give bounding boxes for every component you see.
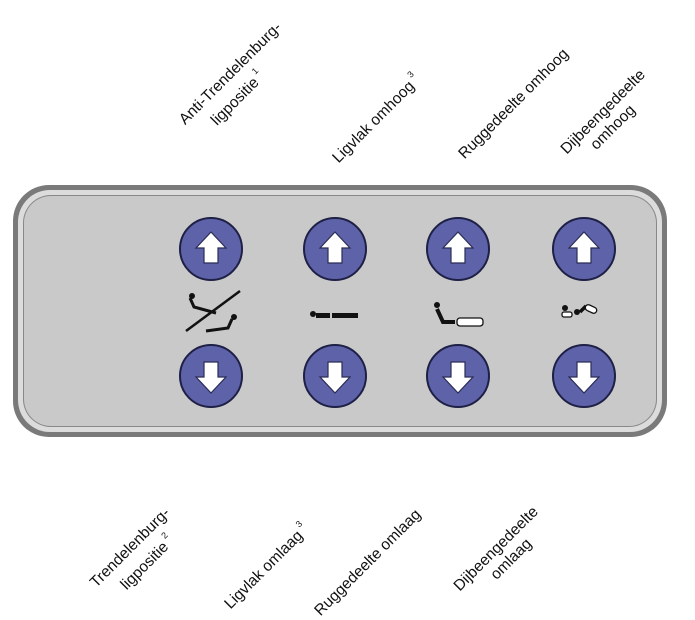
bed-down-button[interactable] (303, 344, 367, 408)
thigh-down-button[interactable] (552, 344, 616, 408)
anti-trendelenburg-up-button[interactable] (179, 217, 243, 281)
label-ligvlak-omlaag: Ligvlak omlaag3 (218, 518, 313, 613)
trendelenburg-tilt-icon (185, 289, 241, 333)
backrest-icon (434, 302, 484, 327)
trendelenburg-down-button[interactable] (179, 344, 243, 408)
label-dijbeengedeelte-omhoog: Dijbeengedeelte omhoog (558, 66, 663, 171)
label-line: Ligvlak omlaag (221, 527, 307, 613)
label-ruggedeelte-omhoog: Ruggedeelte omhoog (455, 45, 573, 163)
arrow-up-icon (194, 231, 228, 264)
label-trendelenburg: Trendelenburg- ligpositie2 (87, 505, 191, 609)
label-line: Ruggedeelte omlaag (311, 506, 425, 620)
label-ligvlak-omhoog: Ligvlak omhoog3 (326, 68, 425, 167)
arrow-up-icon (318, 231, 352, 264)
thigh-section-icon (561, 304, 598, 318)
bed-up-button[interactable] (303, 217, 367, 281)
arrow-up-icon (441, 231, 475, 264)
label-dijbeengedeelte-omlaag: Dijbeengedeelte omlaag (451, 503, 556, 608)
label-ruggedeelte-omlaag: Ruggedeelte omlaag (311, 506, 425, 620)
arrow-down-icon (441, 361, 475, 394)
arrow-up-icon (567, 231, 601, 264)
arrow-down-icon (318, 361, 352, 394)
thigh-up-button[interactable] (552, 217, 616, 281)
label-line: Ruggedeelte omhoog (455, 45, 573, 163)
bed-height-icon (310, 311, 358, 318)
backrest-up-button[interactable] (426, 217, 490, 281)
label-anti-trendelenburg: Anti-Trendelenburg- ligpositie1 (176, 19, 302, 145)
backrest-down-button[interactable] (426, 344, 490, 408)
label-line: Ligvlak omhoog (329, 77, 419, 167)
arrow-down-icon (194, 361, 228, 394)
arrow-down-icon (567, 361, 601, 394)
